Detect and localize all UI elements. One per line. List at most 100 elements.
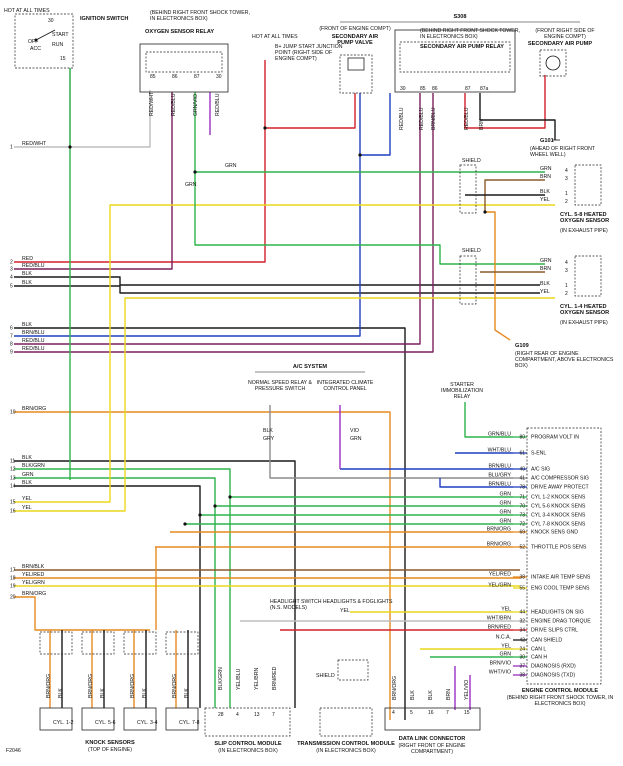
o2-58-wire: YEL [540, 197, 550, 203]
o2-58-wire: BLK [540, 189, 550, 195]
sair-pump-label: SECONDARY AIR PUMP [528, 41, 592, 47]
left-wire-number: 17 [10, 568, 16, 574]
g109-label: G109 [515, 343, 529, 349]
sair-relay-wire: RED/BLU [464, 107, 470, 130]
o2-relay-pin: 86 [172, 74, 178, 80]
sair-valve-location: (FRONT OF ENGINE COMPT) [319, 26, 391, 32]
slip-wire: YEL/BLU [236, 668, 242, 690]
wire-brn-g101 [479, 93, 556, 140]
ecm-pin-number: 32 [519, 619, 525, 625]
wire-red-wht [14, 68, 71, 148]
left-wire-number: 5 [10, 284, 13, 290]
dlc-label: DATA LINK CONNECTOR [399, 736, 466, 742]
slip-wire: YEL/BRN [254, 668, 260, 690]
left-wire-label: BLK/GRN [22, 463, 45, 469]
o2-58-wire: BRN [540, 174, 551, 180]
o2-14-pin: 4 [565, 260, 568, 266]
left-wire-label: RED/BLU [22, 338, 45, 344]
bplus-junction-label: B+ JUMP START JUNCTION [275, 44, 343, 50]
sair-relay-location: IN ELECTRONICS BOX) [420, 34, 478, 40]
ecm-pin-function: INTAKE AIR TEMP SENS [531, 575, 591, 581]
sair-relay-label: SECONDARY AIR PUMP RELAY [420, 44, 504, 50]
wire-blk-5 [14, 285, 540, 294]
trans-connector [337, 659, 369, 681]
left-wire-number: 8 [10, 342, 13, 348]
ac-panel-label: INTEGRATED CLIMATE [317, 380, 374, 386]
left-wire-label: BRN/BLK [22, 564, 45, 570]
left-wire-label: RED/BLU [22, 263, 45, 269]
wire-blk-6 [14, 327, 406, 720]
ecm-pin-wire: GRN [499, 519, 511, 525]
sair-relay-wire: BRN [479, 119, 485, 130]
knock-sensor-box [165, 707, 199, 731]
knock-sensor-box [81, 707, 115, 731]
sair-relay-pin: 87a [480, 86, 489, 92]
o2-14-pin: 3 [565, 268, 568, 274]
sair-relay-pin: 30 [400, 86, 406, 92]
left-wire-number: 20 [10, 595, 16, 601]
left-wire-number: 13 [10, 476, 16, 482]
wire-brn-org-10 [14, 411, 391, 720]
sair-relay-pin: 85 [420, 86, 426, 92]
ecm-pin-function: A/C SIG [531, 467, 550, 473]
ignition-start: START [52, 32, 69, 38]
splice-dot [198, 513, 202, 517]
dlc-wire: BLK [428, 690, 434, 700]
ecm-pin-wire: BRN/BLU [489, 482, 512, 488]
sair-relay-pin: 86 [432, 86, 438, 92]
ecm-pin-function: CYL 1-2 KNOCK SENS [531, 495, 586, 501]
ac-wire: GRN [350, 436, 362, 442]
ecm-pin-number: 41 [519, 476, 525, 482]
ecm-pin-number: 73 [519, 513, 525, 519]
ecm-pin-function: CYL 5-6 KNOCK SENS [531, 504, 586, 510]
o2-relay-box [139, 43, 229, 93]
ecm-pin-wire: WHT/BRN [487, 616, 511, 622]
sair-valve-coil [347, 57, 365, 71]
left-wire-number: 4 [10, 275, 13, 281]
trans-location: (IN ELECTRONICS BOX) [316, 748, 376, 754]
knock-sensor-box [39, 707, 73, 731]
knock-sensor-name: CYL. 7-8 [179, 720, 200, 726]
ecm-pin-wire: GRN [499, 492, 511, 498]
o2-14-wire: BLK [540, 281, 550, 287]
bplus-junction-label: POINT (RIGHT SIDE OF [275, 50, 332, 56]
ecm-pin-wire: GRN [499, 652, 511, 658]
left-wire-label: RED/BLU [22, 346, 45, 352]
ecm-box [526, 427, 602, 685]
slip-wire: BLK/GRN [218, 667, 224, 690]
o2-relay-inner [145, 51, 223, 73]
left-wire-number: 10 [10, 410, 16, 416]
shield-label-58: SHIELD [462, 158, 481, 164]
wire-brn-org-g109 [485, 211, 511, 341]
ecm-pin-function: A/C COMPRESSOR SIG [531, 476, 589, 482]
left-wire-label: BLK [22, 480, 32, 486]
sair-relay-location: (BEHIND RIGHT FRONT SHOCK TOWER, [420, 28, 520, 34]
left-wire-label: BRN/ORG [22, 591, 46, 597]
mid-grn: GRN [225, 163, 237, 169]
knock-sensor-box [123, 707, 157, 731]
ac-wire: BLK [263, 428, 273, 434]
wire-grn-o2-58 [194, 92, 545, 173]
wire-brn-o2-58 [484, 179, 545, 212]
g109-location: COMPARTMENT, ABOVE ELECTRONICS [515, 357, 614, 363]
splice-dot [358, 153, 362, 157]
ignition-pin: 30 [48, 18, 54, 24]
ecm-pin-number: 42 [519, 638, 525, 644]
ecm-pin-number: 44 [519, 610, 525, 616]
slip-pin: 13 [254, 712, 260, 718]
o2-sensor-58-box [574, 164, 602, 206]
starter-relay-label: RELAY [454, 394, 471, 400]
wire-yel-16 [14, 297, 555, 512]
splice-dot [228, 495, 232, 499]
trans-label: TRANSMISSION CONTROL MODULE [297, 741, 395, 747]
left-wire-number: 19 [10, 584, 16, 590]
o2-14-position: (IN EXHAUST PIPE) [560, 320, 608, 326]
left-wire-number: 14 [10, 484, 16, 490]
dlc-wire: YEL/VIO [464, 680, 470, 700]
ecm-pin-function: DIAGNOSIS (RXD) [531, 664, 576, 670]
left-wire-label: BRN/BLU [22, 330, 45, 336]
slip-module-box [204, 707, 291, 737]
o2-relay-wire: RED/BLU [171, 93, 177, 116]
left-wire-label: YEL [22, 496, 32, 502]
bplus-hot-label: HOT AT ALL TIMES [252, 34, 298, 40]
